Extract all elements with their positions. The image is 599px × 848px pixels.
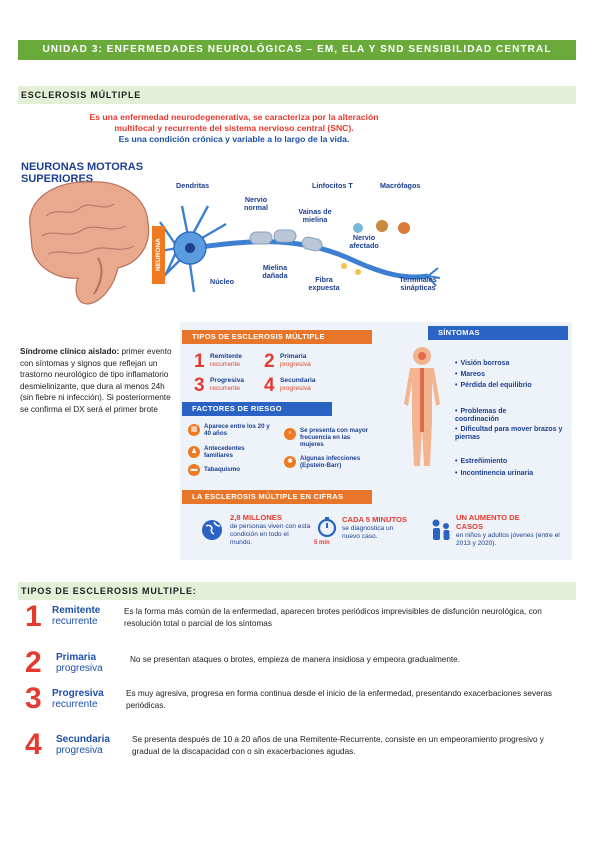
- sintoma-incontinencia: •Incontinencia urinaria: [455, 470, 534, 477]
- label-nervio-afectado: Nervio afectado: [349, 233, 379, 250]
- factor-tabaquismo: Tabaquismo: [204, 466, 240, 473]
- cigarette-icon: ▬: [188, 464, 200, 476]
- factores-box-title: FACTORES DE RIESGO: [182, 402, 332, 416]
- tipo-num-4: 4: [264, 375, 275, 396]
- cifra-3-title: UN AUMENTO DE CASOS: [456, 513, 520, 531]
- type-desc-3: Es muy agresiva, progresa en forma conti…: [126, 689, 552, 710]
- sindrome-bold: Síndrome clínico aislado:: [20, 347, 120, 356]
- type-main-2: Primaria: [56, 652, 97, 663]
- label-terminales: Terminales sinápticas: [399, 275, 437, 292]
- label-macrofagos: Macrófagos: [380, 181, 421, 190]
- section-title-tipos: TIPOS DE ESCLEROSIS MULTIPLE:: [18, 582, 576, 600]
- type-sub-3: recurrente: [52, 699, 98, 710]
- infographic-intro: Es una enfermedad neurodegenerativa, se …: [18, 112, 450, 145]
- neurona-side-label: NEURONA: [152, 226, 165, 284]
- tipos-box-title: TIPOS DE ESCLEROSIS MÚLTIPLE: [182, 330, 372, 344]
- unit-title-banner: UNIDAD 3: ENFERMEDADES NEUROLÓGICAS – EM…: [18, 40, 576, 60]
- infographic-neurona: Es una enfermedad neurodegenerativa, se …: [18, 108, 450, 311]
- type-number-1: 1: [25, 600, 42, 633]
- neuronas-title-line-1: NEURONAS MOTORAS: [21, 161, 144, 173]
- type-sub-4: progresiva: [56, 745, 103, 756]
- tipo-num-2: 2: [264, 351, 275, 372]
- tipo-num-3: 3: [194, 375, 205, 396]
- type-sub-2: progresiva: [56, 663, 103, 674]
- sintoma-vision: •Visión borrosa: [455, 360, 510, 367]
- cifra-1-text: de personas viven con esta condición en …: [230, 523, 311, 546]
- type-number-4: 4: [25, 728, 42, 761]
- globe-icon: [202, 520, 222, 540]
- type-desc-1: Es la forma más común de la enfermedad, …: [124, 607, 542, 628]
- cifra-2-title: CADA 5 MINUTOS: [342, 515, 407, 524]
- people-icon: [432, 519, 450, 540]
- type-desc-2: No se presentan ataques o brotes, empiez…: [130, 655, 460, 664]
- factor-edad: Aparece entre los 20 y 40 años: [204, 423, 270, 438]
- sintoma-equilibrio: •Pérdida del equilibrio: [455, 382, 532, 389]
- label-nervio-normal: Nervio normal: [244, 195, 268, 212]
- family-icon: ♟: [188, 446, 200, 458]
- label-dendritas: Dendritas: [176, 181, 210, 190]
- sintoma-mareos: •Mareos: [455, 371, 485, 378]
- label-vainas: Vainas de mielina: [298, 207, 332, 224]
- sintoma-estrenimiento: •Estreñimiento: [455, 458, 508, 465]
- label-mielina-danada: Mielina dañada: [262, 263, 288, 280]
- brain-illustration: [29, 181, 150, 305]
- factor-infecciones: Algunas infecciones (Epstein-Barr): [300, 455, 361, 470]
- sindrome-clinico-text: Síndrome clínico aislado: primer evento …: [20, 346, 172, 416]
- factor-mujeres: Se presenta con mayor frecuencia en las …: [300, 427, 369, 449]
- tipo-num-1: 1: [194, 351, 205, 372]
- virus-icon: ✱: [284, 456, 296, 468]
- type-main-4: Secundaria: [56, 734, 110, 745]
- factor-antecedentes: Antecedentes familiares: [204, 445, 245, 460]
- neuron-illustration: [29, 181, 441, 305]
- sintoma-brazos: •Dificultad para mover brazos y piernas: [455, 426, 563, 442]
- female-icon: ♀: [284, 428, 296, 440]
- human-body-illustration: [404, 347, 440, 466]
- type-number-2: 2: [25, 646, 42, 679]
- calendar-icon: ▦: [188, 424, 200, 436]
- label-fibra-expuesta: Fibra expuesta: [308, 275, 340, 292]
- section-title-esclerosis: ESCLEROSIS MÚLTIPLE: [18, 86, 576, 104]
- stopwatch-label: 5 min: [314, 540, 330, 546]
- infographic-tipos-sintomas: TIPOS DE ESCLEROSIS MÚLTIPLE 1 Remitente…: [180, 322, 572, 560]
- axon-illustration: [192, 220, 441, 287]
- sintoma-coordinacion: •Problemas de coordinación: [455, 408, 507, 424]
- intro-line-3: Es una condición crónica y variable a lo…: [118, 134, 350, 144]
- type-number-3: 3: [25, 682, 42, 715]
- label-nucleo: Núcleo: [210, 277, 234, 286]
- label-linfocitos: Linfocitos T: [312, 181, 353, 190]
- type-desc-4: Se presenta después de 10 a 20 años de u…: [132, 735, 544, 756]
- cifra-3-text: en niños y adultos jóvenes (entre el 201…: [456, 532, 560, 547]
- cell-body-illustration: [153, 205, 227, 293]
- type-sub-1: recurrente: [52, 616, 98, 627]
- stopwatch-icon: [317, 517, 337, 538]
- type-main-1: Remitente: [52, 605, 101, 616]
- type-main-3: Progresiva: [52, 688, 104, 699]
- sindrome-body: primer evento con síntomas y signos que …: [20, 347, 172, 414]
- cifras-box-title: LA ESCLEROSIS MÚLTIPLE EN CIFRAS: [182, 490, 372, 504]
- sintomas-box-title: SÍNTOMAS: [428, 326, 568, 340]
- intro-line-1: Es una enfermedad neurodegenerativa, se …: [89, 112, 379, 122]
- cifra-2-text: se diagnostica un nuevo caso.: [342, 525, 394, 540]
- cifra-1-title: 2,8 MILLONES: [230, 513, 282, 522]
- intro-line-2: multifocal y recurrente del sistema nerv…: [114, 123, 354, 133]
